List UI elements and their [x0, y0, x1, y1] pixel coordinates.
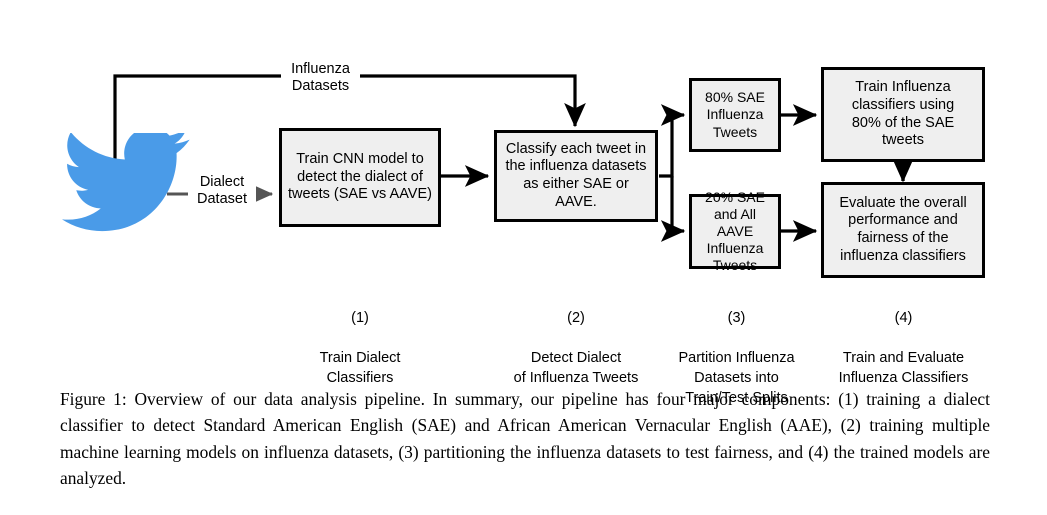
- box-80-percent-sae[interactable]: 80% SAE Influenza Tweets: [689, 78, 781, 152]
- box-train-influenza-classifiers[interactable]: Train Influenza classifiers using 80% of…: [821, 67, 985, 162]
- box-evaluate-performance-fairness[interactable]: Evaluate the overall performance and fai…: [821, 182, 985, 278]
- step-number-2: (2): [567, 310, 585, 326]
- step-text-4: Train and Evaluate Influenza Classifiers: [838, 350, 969, 386]
- box-classify-tweets-text: Classify each tweet in the influenza dat…: [505, 140, 647, 210]
- step-label-1: (1) Train Dialect Classifiers: [284, 288, 436, 388]
- step-label-3: (3) Partition Influenza Datasets into Tr…: [658, 288, 815, 408]
- label-influenza-datasets: Influenza Datasets: [283, 61, 358, 96]
- connector-classify-to-split: [659, 104, 686, 242]
- box-80-percent-sae-text: 80% SAE Influenza Tweets: [705, 89, 765, 140]
- step-number-1: (1): [351, 310, 369, 326]
- twitter-bird-logo: [62, 133, 190, 232]
- box-20-percent-sae-all-aave-text: 20% SAE and All AAVE Influenza Tweets: [705, 188, 765, 274]
- step-number-3: (3): [727, 310, 746, 326]
- box-train-cnn-model-text: Train CNN model to detect the dialect of…: [288, 150, 432, 203]
- step-text-1: Train Dialect Classifiers: [319, 350, 401, 386]
- step-label-4: (4) Train and Evaluate Influenza Classif…: [825, 288, 982, 388]
- step-text-2: Detect Dialect of Influenza Tweets: [513, 350, 639, 386]
- box-train-cnn-model[interactable]: Train CNN model to detect the dialect of…: [279, 128, 441, 227]
- step-text-3: Partition Influenza Datasets into Train/…: [678, 350, 795, 406]
- label-dialect-dataset: Dialect Dataset: [188, 174, 256, 209]
- box-classify-tweets[interactable]: Classify each tweet in the influenza dat…: [494, 130, 658, 222]
- box-20-percent-sae-all-aave[interactable]: 20% SAE and All AAVE Influenza Tweets: [689, 189, 781, 273]
- step-label-2: (2) Detect Dialect of Influenza Tweets: [489, 288, 663, 388]
- pipeline-connectors: [113, 74, 915, 242]
- figure-caption: Figure 1: Overview of our data analysis …: [60, 389, 990, 489]
- box-evaluate-performance-fairness-text: Evaluate the overall performance and fai…: [839, 194, 967, 264]
- step-number-4: (4): [894, 310, 913, 326]
- connector-influenza-datasets: [113, 74, 586, 188]
- box-train-influenza-classifiers-text: Train Influenza classifiers using 80% of…: [851, 79, 955, 149]
